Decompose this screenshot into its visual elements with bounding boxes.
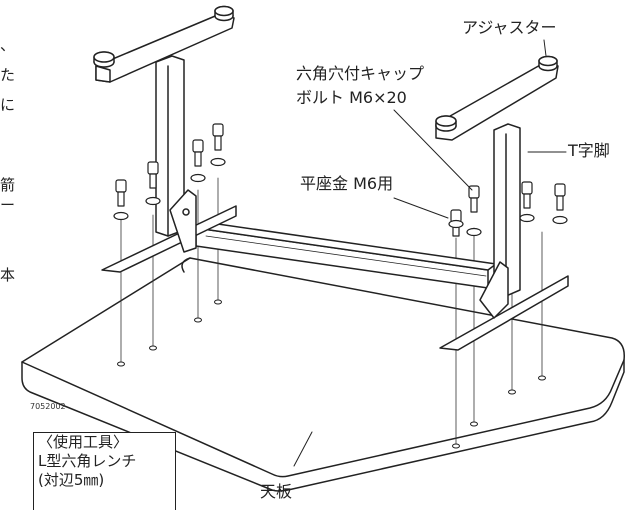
adjuster-label: アジャスター xyxy=(462,18,557,37)
hole-marks xyxy=(117,299,546,449)
left-t-leg xyxy=(93,5,237,273)
bolt xyxy=(448,209,464,237)
bolt xyxy=(145,161,161,206)
crossbar xyxy=(195,221,497,289)
side-text-char: 本 xyxy=(0,266,16,284)
right-t-leg xyxy=(435,55,569,351)
tool-box-heading: 〈使用工具〉 xyxy=(38,433,129,451)
tool-info-box: 〈使用工具〉 L型六角レンチ (対辺5㎜) xyxy=(33,432,176,510)
bolt xyxy=(190,139,206,183)
washer-label: 平座金 M6用 xyxy=(300,174,394,193)
cap-bolt-label-line2: ボルト M6×20 xyxy=(296,88,407,107)
bolt xyxy=(210,123,226,167)
bolt xyxy=(519,181,535,223)
figure-code: 7052002 xyxy=(30,402,66,411)
bolt xyxy=(113,179,129,221)
t-leg-label: T字脚 xyxy=(568,141,610,160)
bolt xyxy=(552,183,568,225)
side-text-char: に xyxy=(0,96,16,114)
leader-lines xyxy=(293,39,567,467)
side-text-char: ー xyxy=(0,196,16,214)
side-text-char: 箭 xyxy=(0,176,16,194)
tool-box-size: (対辺5㎜) xyxy=(38,471,105,489)
tabletop-label: 天板 xyxy=(260,482,293,501)
bolt xyxy=(466,185,482,237)
side-text-char: 、 xyxy=(0,36,16,54)
cap-bolt-label-line1: 六角穴付キャップ xyxy=(296,64,425,83)
side-text-char: た xyxy=(0,66,16,84)
tool-box-tool: L型六角レンチ xyxy=(38,452,137,470)
